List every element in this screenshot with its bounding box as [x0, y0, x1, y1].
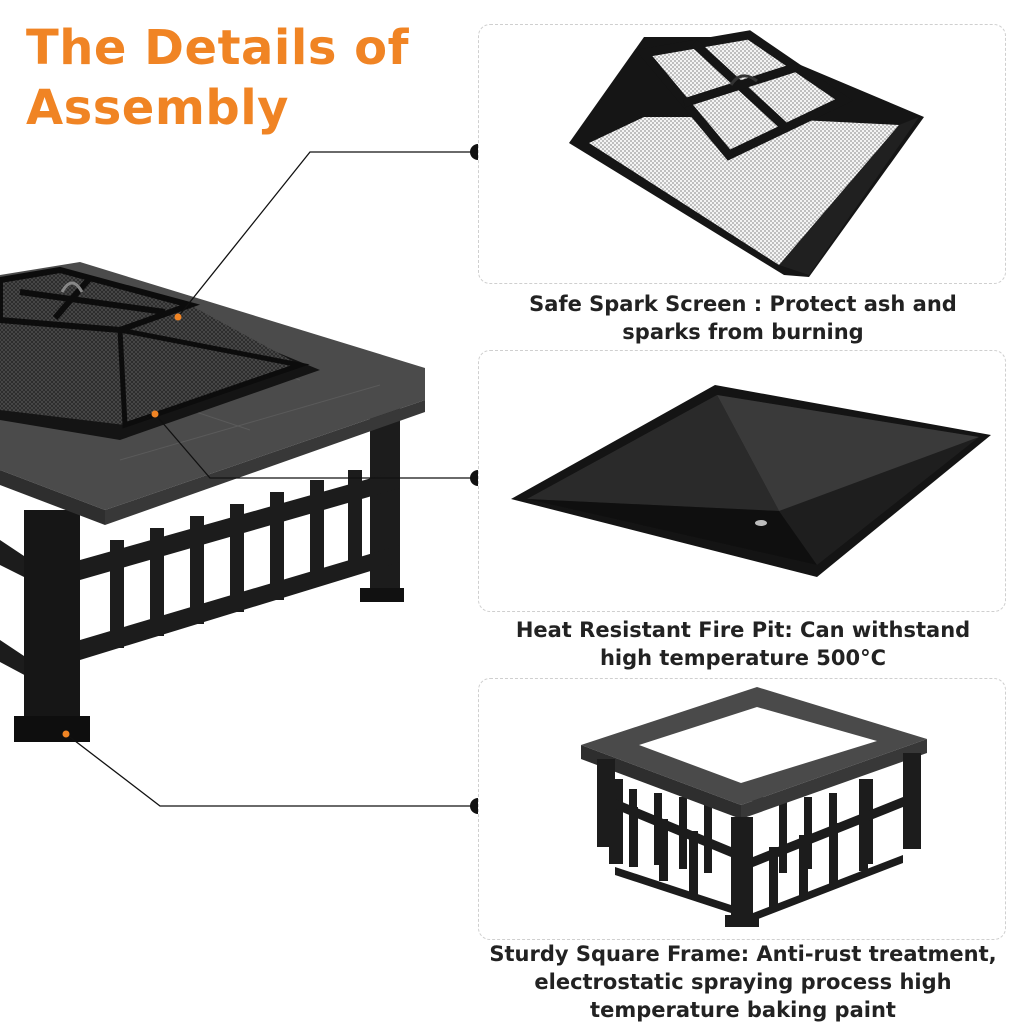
square-frame-image: [581, 687, 927, 927]
page-title: The Details of Assembly: [26, 18, 409, 138]
callout-origin-dot-2: [151, 410, 159, 418]
title-line-1: The Details of: [26, 20, 409, 76]
spark-screen-image: [569, 30, 924, 277]
fire-bowl-caption: Heat Resistant Fire Pit: Can withstand h…: [515, 618, 971, 670]
callout-lines: [65, 151, 478, 807]
callout-origin-dot-1: [174, 313, 182, 321]
fire-bowl-panel: [478, 350, 1006, 612]
square-frame-caption: Sturdy Square Frame: Anti-rust treatment…: [489, 942, 997, 1022]
square-frame-panel: [478, 678, 1006, 940]
title-line-2: Assembly: [26, 80, 289, 136]
spark-screen-panel: [478, 24, 1006, 284]
spark-screen-on-pit: [0, 266, 320, 440]
spark-screen-caption: Safe Spark Screen : Protect ash and spar…: [529, 292, 957, 344]
fire-bowl-image: [511, 385, 991, 577]
callout-origin-dot-3: [62, 730, 70, 738]
fire-pit-frame: [0, 400, 404, 742]
